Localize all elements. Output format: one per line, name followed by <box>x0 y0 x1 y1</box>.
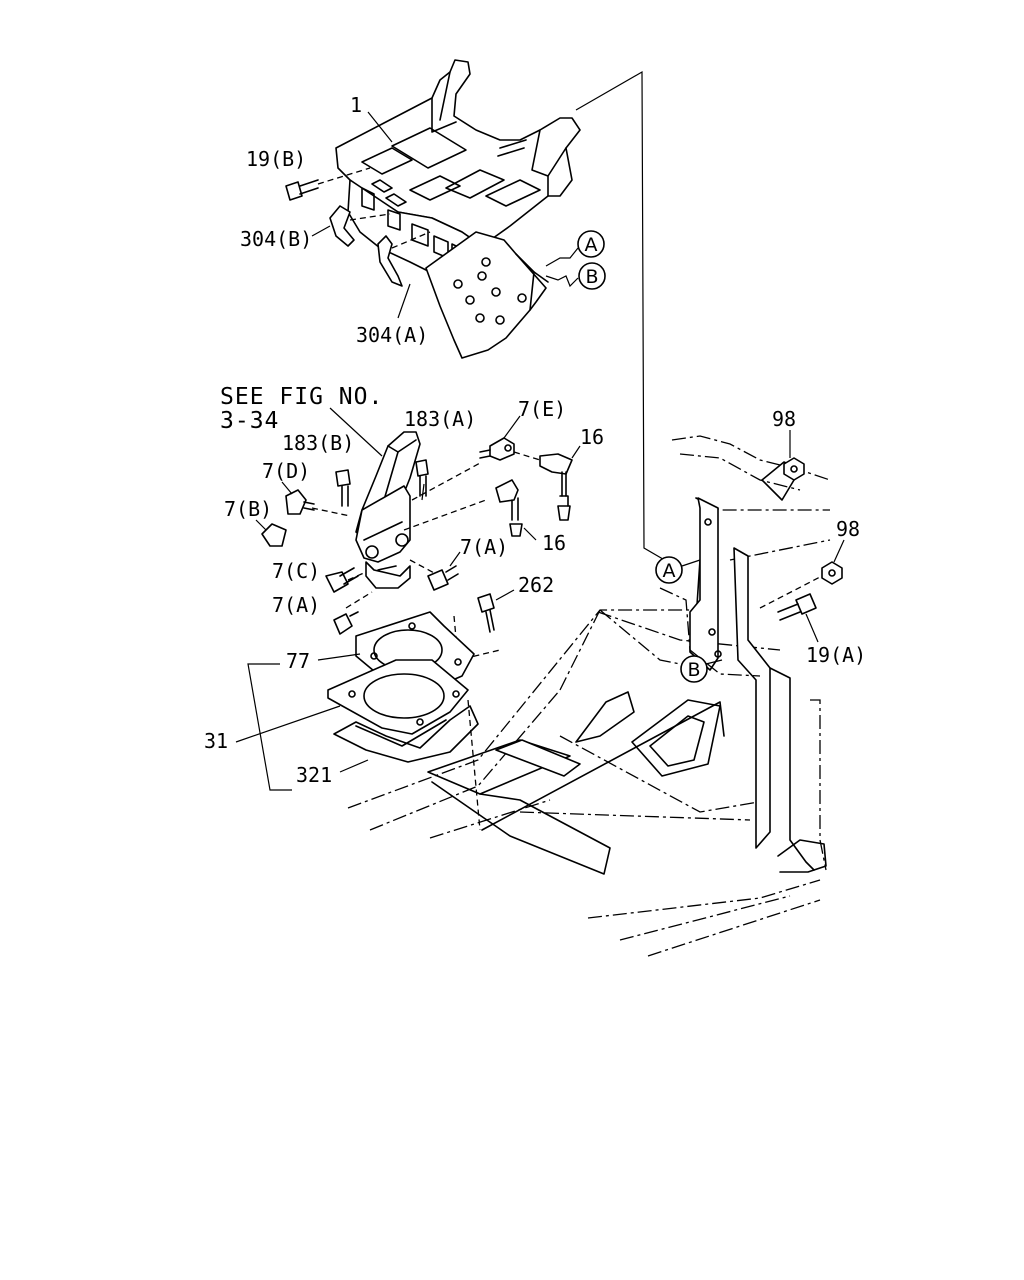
callout-19a: 19(A) <box>806 643 866 667</box>
leader-321 <box>339 759 369 773</box>
callout-183b: 183(B) <box>282 431 354 455</box>
reference-line2: 3-34 <box>220 408 279 434</box>
svg-text:B: B <box>585 266 598 288</box>
clip-304a <box>377 231 431 319</box>
callout-7c: 7(C) <box>272 559 320 583</box>
screw-183a <box>415 459 429 501</box>
fitting-7a-mid <box>427 551 461 591</box>
callout-262: 262 <box>518 573 554 597</box>
reference-line1: SEE FIG NO. <box>220 384 383 410</box>
leader-31 <box>235 705 341 743</box>
bracket-leader <box>247 663 292 791</box>
callout-31: 31 <box>204 729 228 753</box>
fitting-7c <box>325 567 359 593</box>
callout-7a-low: 7(A) <box>272 593 320 617</box>
callout-77: 77 <box>286 649 310 673</box>
lever-assembly <box>311 407 487 609</box>
connector-a-lower: A <box>655 556 683 584</box>
nut-98-top <box>783 430 805 481</box>
bolt-19b <box>285 167 371 201</box>
plate-31 <box>327 659 469 735</box>
connector-b-lower: B <box>680 655 708 683</box>
connector-marks-upper <box>545 247 579 288</box>
plate-321 <box>333 705 479 763</box>
callout-98-low: 98 <box>836 517 860 541</box>
sensor-16-upper <box>539 445 581 521</box>
bracket-assembly <box>335 59 581 359</box>
callout-19b: 19(B) <box>246 147 306 171</box>
callout-321: 321 <box>296 763 332 787</box>
callout-183a: 183(A) <box>404 407 476 431</box>
callout-1: 1 <box>350 93 362 117</box>
fitting-7d <box>281 481 315 515</box>
clip-304b <box>311 205 391 247</box>
callout-7b: 7(B) <box>224 497 272 521</box>
screw-183b <box>335 469 351 507</box>
fitting-7b <box>255 519 287 547</box>
svg-text:A: A <box>585 234 598 256</box>
callout-16-top: 16 <box>580 425 604 449</box>
connector-a-upper: A <box>577 230 605 258</box>
callout-98-top: 98 <box>772 407 796 431</box>
svg-text:A: A <box>663 560 676 582</box>
connector-b-lower-line <box>705 659 723 665</box>
connector-b-upper: B <box>578 262 606 290</box>
callout-7d: 7(D) <box>262 459 310 483</box>
fitting-7a-low <box>333 611 359 635</box>
bolt-19a <box>777 593 819 643</box>
sensor-16-lower <box>495 479 537 541</box>
fitting-7e <box>479 415 541 461</box>
callout-7e: 7(E) <box>518 397 566 421</box>
callout-16-bottom: 16 <box>542 531 566 555</box>
callout-304b: 304(B) <box>240 227 312 251</box>
svg-text:B: B <box>687 659 700 681</box>
nut-98-low <box>759 539 845 609</box>
reference-line-a <box>575 70 669 563</box>
callout-304a: 304(A) <box>356 323 428 347</box>
leader-77 <box>317 653 361 661</box>
mount-line-plates <box>467 699 481 831</box>
connector-a-lower-line <box>681 559 701 567</box>
callout-7a-mid: 7(A) <box>460 535 508 559</box>
